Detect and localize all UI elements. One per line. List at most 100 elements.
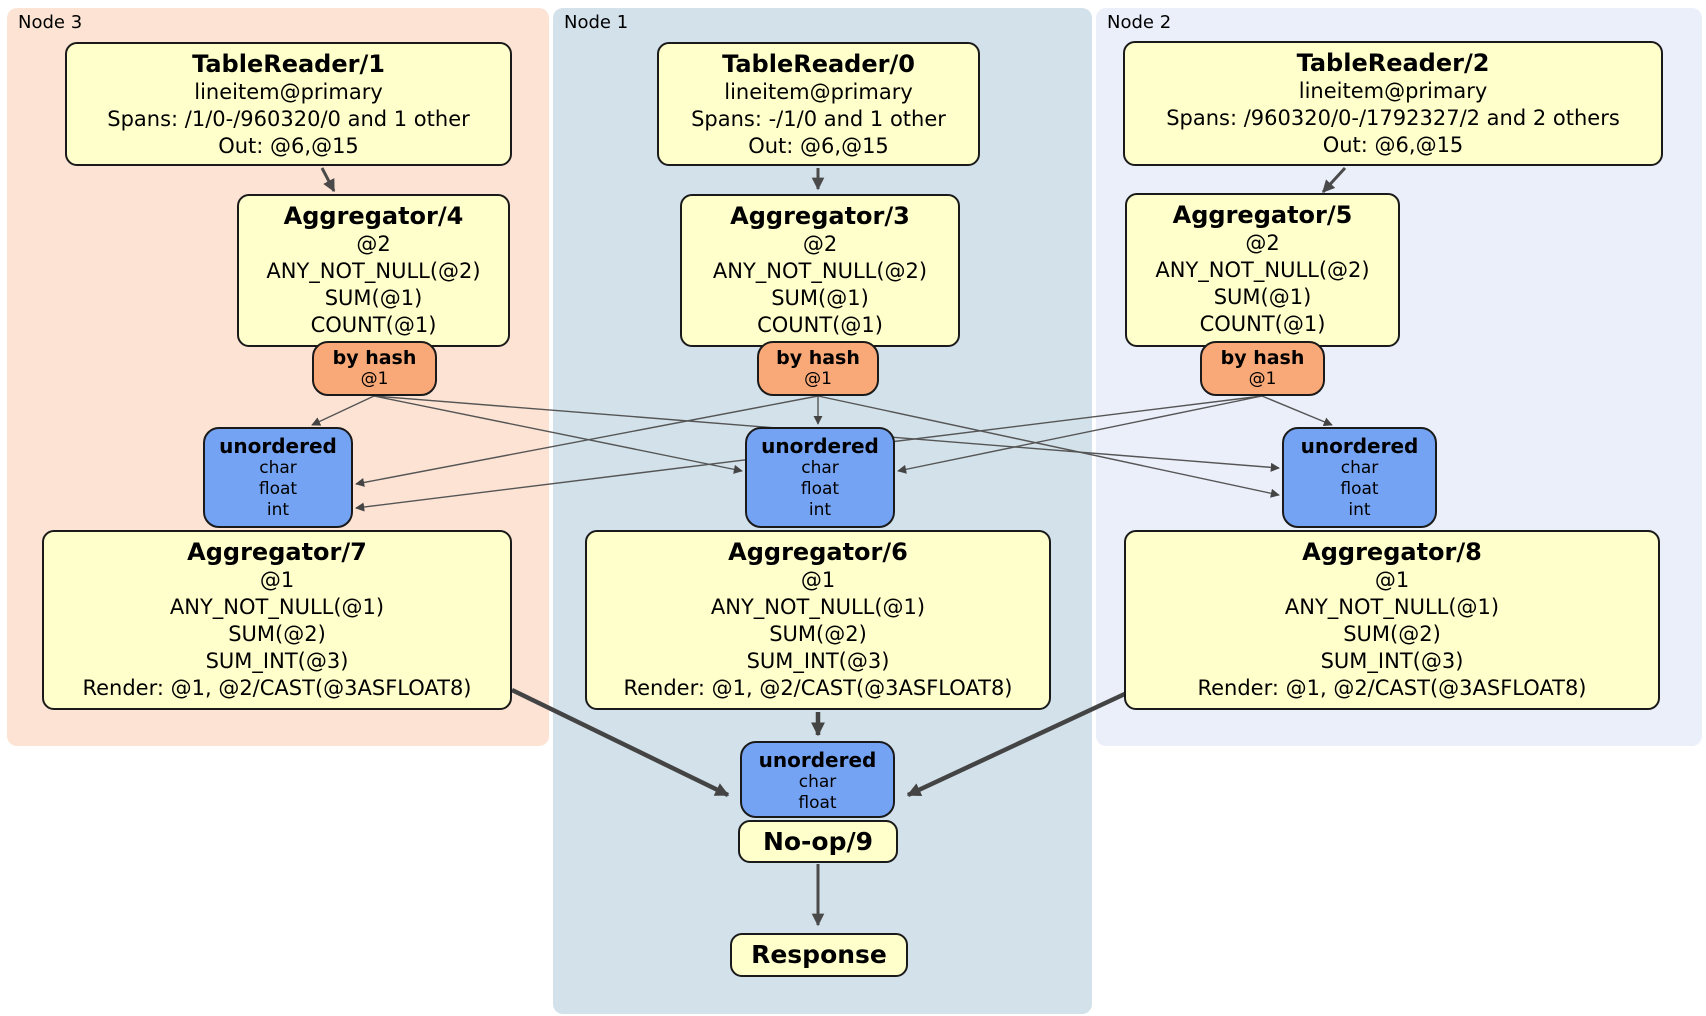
tablereader-2-spans: Spans: /960320/0-/1792327/2 and 2 others xyxy=(1166,106,1620,130)
hash-router-node2-title: by hash xyxy=(1220,347,1305,369)
aggregator-7-render: Render: @1, @2/CAST(@3ASFLOAT8) xyxy=(82,676,472,700)
hash-router-node3-title: by hash xyxy=(332,347,417,369)
aggregator-to-final-sync-arrows xyxy=(511,687,1130,798)
unordered-sync-node3-col2: float xyxy=(258,479,298,499)
node1-label: Node 1 xyxy=(564,12,629,33)
tablereader-1-index: lineitem@primary xyxy=(194,80,383,104)
node2-label: Node 2 xyxy=(1107,12,1172,33)
aggregator-7-box: Aggregator/7 @1 ANY_NOT_NULL(@1) SUM(@2)… xyxy=(42,530,512,710)
aggregator-4-title: Aggregator/4 xyxy=(283,202,464,230)
aggregator-7-fn1: ANY_NOT_NULL(@1) xyxy=(169,595,385,619)
tablereader-2-index: lineitem@primary xyxy=(1298,79,1488,103)
noop-title: No-op/9 xyxy=(762,827,874,856)
aggregator-6-title: Aggregator/6 xyxy=(728,538,908,566)
aggregator-3-title: Aggregator/3 xyxy=(730,202,910,230)
hash-router-node1: by hash @1 xyxy=(757,341,879,396)
tablereader-0-box: TableReader/0 lineitem@primary Spans: -/… xyxy=(657,42,980,166)
edge-hash2-sync2 xyxy=(1261,395,1333,427)
aggregator-8-fn1: ANY_NOT_NULL(@1) xyxy=(1284,595,1500,619)
edge-tr1-agg4 xyxy=(320,167,336,193)
aggregator-5-fn1: ANY_NOT_NULL(@2) xyxy=(1155,258,1370,282)
tablereader-1-spans: Spans: /1/0-/960320/0 and 1 other xyxy=(107,107,470,131)
unordered-sync-final-col2: float xyxy=(798,793,837,813)
unordered-sync-node2-col2: float xyxy=(1340,479,1379,499)
aggregator-4-fn3: COUNT(@1) xyxy=(310,313,437,337)
unordered-sync-node2: unordered char float int xyxy=(1282,427,1437,528)
unordered-sync-node1: unordered char float int xyxy=(745,427,895,528)
unordered-sync-final-col1: char xyxy=(798,772,837,792)
hash-router-node3-key: @1 xyxy=(360,369,389,389)
response-title: Response xyxy=(751,940,887,969)
tablereader-2-title: TableReader/2 xyxy=(1296,49,1490,77)
unordered-sync-node3-col3: int xyxy=(266,500,290,520)
edge-agg8-finalsync xyxy=(906,689,1130,798)
node3-label: Node 3 xyxy=(18,12,83,33)
response-box: Response xyxy=(730,933,908,977)
tablereader-to-aggregator-arrows xyxy=(320,166,1347,194)
unordered-sync-node1-col2: float xyxy=(800,479,840,499)
aggregator-4-group: @2 xyxy=(356,232,391,256)
unordered-sync-node3-col1: char xyxy=(259,458,297,478)
aggregator-8-fn3: SUM_INT(@3) xyxy=(1320,649,1464,673)
tablereader-1-box: TableReader/1 lineitem@primary Spans: /1… xyxy=(65,42,512,166)
edge-hash2-sync1 xyxy=(897,395,1263,474)
aggregator-8-title: Aggregator/8 xyxy=(1302,538,1482,566)
unordered-sync-node1-title: unordered xyxy=(761,434,879,458)
edge-hash3-sync1 xyxy=(373,395,743,474)
tablereader-1-out: Out: @6,@15 xyxy=(218,134,359,158)
tablereader-0-out: Out: @6,@15 xyxy=(748,134,889,158)
aggregator-7-fn2: SUM(@2) xyxy=(228,622,326,646)
aggregator-6-fn2: SUM(@2) xyxy=(769,622,867,646)
unordered-sync-node2-col3: int xyxy=(1348,500,1371,520)
aggregator-3-fn2: SUM(@1) xyxy=(771,286,869,310)
unordered-sync-final-title: unordered xyxy=(758,748,877,772)
tablereader-2-box: TableReader/2 lineitem@primary Spans: /9… xyxy=(1123,41,1663,166)
hash-router-node1-title: by hash xyxy=(776,347,860,369)
aggregator-6-fn3: SUM_INT(@3) xyxy=(746,649,890,673)
tablereader-2-out: Out: @6,@15 xyxy=(1322,133,1464,157)
hash-router-node2-key: @1 xyxy=(1248,369,1277,389)
tablereader-0-index: lineitem@primary xyxy=(724,80,913,104)
hash-router-node3: by hash @1 xyxy=(312,341,437,396)
aggregator-5-group: @2 xyxy=(1245,231,1280,255)
aggregator-5-box: Aggregator/5 @2 ANY_NOT_NULL(@2) SUM(@1)… xyxy=(1125,193,1400,347)
aggregator-8-render: Render: @1, @2/CAST(@3ASFLOAT8) xyxy=(1197,676,1587,700)
unordered-sync-node2-col1: char xyxy=(1340,458,1379,478)
aggregator-5-fn2: SUM(@1) xyxy=(1213,285,1312,309)
aggregator-7-title: Aggregator/7 xyxy=(187,538,367,566)
aggregator-6-render: Render: @1, @2/CAST(@3ASFLOAT8) xyxy=(623,676,1013,700)
aggregator-5-fn3: COUNT(@1) xyxy=(1199,312,1326,336)
unordered-sync-node3: unordered char float int xyxy=(203,427,353,528)
edge-hash1-sync2 xyxy=(817,395,1280,498)
unordered-sync-node2-title: unordered xyxy=(1300,434,1419,458)
tablereader-0-spans: Spans: -/1/0 and 1 other xyxy=(691,107,946,131)
aggregator-7-fn3: SUM_INT(@3) xyxy=(205,649,349,673)
aggregator-8-fn2: SUM(@2) xyxy=(1343,622,1441,646)
aggregator-6-box: Aggregator/6 @1 ANY_NOT_NULL(@1) SUM(@2)… xyxy=(585,530,1051,710)
aggregator-8-box: Aggregator/8 @1 ANY_NOT_NULL(@1) SUM(@2)… xyxy=(1124,530,1660,710)
aggregator-6-fn1: ANY_NOT_NULL(@1) xyxy=(710,595,926,619)
aggregator-4-fn2: SUM(@1) xyxy=(324,286,423,310)
aggregator-3-box: Aggregator/3 @2 ANY_NOT_NULL(@2) SUM(@1)… xyxy=(680,194,960,347)
unordered-sync-node3-title: unordered xyxy=(219,434,337,458)
edge-hash3-sync3 xyxy=(311,395,375,426)
tablereader-0-title: TableReader/0 xyxy=(722,50,915,78)
aggregator-5-title: Aggregator/5 xyxy=(1172,201,1353,229)
aggregator-7-group: @1 xyxy=(259,568,295,592)
edge-tr2-agg5 xyxy=(1321,166,1347,194)
aggregator-3-fn3: COUNT(@1) xyxy=(757,313,883,337)
unordered-sync-node1-col3: int xyxy=(808,500,832,520)
noop-box: No-op/9 xyxy=(738,820,898,863)
aggregator-4-box: Aggregator/4 @2 ANY_NOT_NULL(@2) SUM(@1)… xyxy=(237,194,510,347)
aggregator-8-group: @1 xyxy=(1374,568,1410,592)
aggregator-6-group: @1 xyxy=(800,568,836,592)
edge-agg7-finalsync xyxy=(511,687,730,798)
tablereader-1-title: TableReader/1 xyxy=(192,50,385,78)
aggregator-4-fn1: ANY_NOT_NULL(@2) xyxy=(266,259,481,283)
unordered-sync-node1-col1: char xyxy=(801,458,839,478)
unordered-sync-final: unordered char float xyxy=(740,741,895,818)
aggregator-3-fn1: ANY_NOT_NULL(@2) xyxy=(712,259,928,283)
hash-router-node2: by hash @1 xyxy=(1200,341,1325,396)
hash-router-node1-key: @1 xyxy=(804,369,832,389)
